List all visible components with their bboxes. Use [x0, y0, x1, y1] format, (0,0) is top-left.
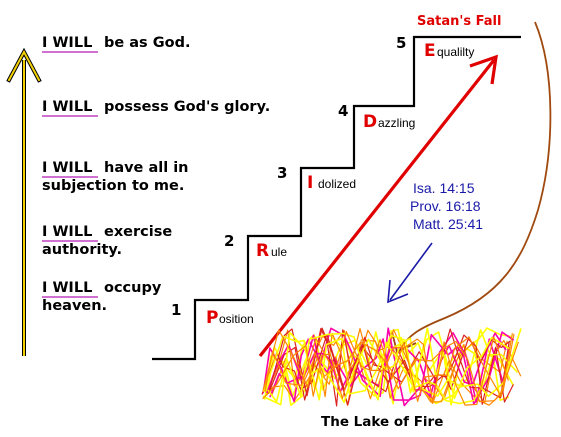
claim-3-will: I WILL — [42, 160, 92, 176]
step-2-letter: R — [256, 241, 269, 261]
ascent-arrow — [6, 47, 42, 356]
claim-3-line-1: have all in — [104, 160, 189, 176]
claim-1: I WILL be as God. — [42, 35, 190, 53]
step-5-number: 5 — [396, 34, 406, 52]
rise-arrow — [258, 54, 498, 357]
descent-arrow — [387, 242, 433, 304]
step-5-word: qualilty — [437, 45, 474, 59]
claim-2-line-1: possess God's glory. — [104, 99, 270, 115]
step-3-word: dolized — [318, 177, 356, 191]
claim-5-line-1: occupy — [104, 280, 162, 296]
staircase — [152, 35, 521, 361]
claim-4: I WILL exercise authority. — [42, 224, 172, 258]
claim-1-will: I WILL — [42, 35, 92, 51]
fire-stroke — [264, 337, 519, 403]
step-4-number: 4 — [338, 102, 348, 120]
step-3-letter: I — [307, 173, 313, 193]
claim-2: I WILL possess God's glory. — [42, 99, 270, 117]
step-1-letter: P — [206, 308, 218, 328]
step-2: 2 R ule — [224, 232, 287, 261]
claim-5-line-2: heaven. — [42, 298, 107, 314]
diagram-title: Satan's Fall — [417, 14, 501, 29]
step-1-number: 1 — [171, 301, 181, 319]
claim-4-will: I WILL — [42, 224, 92, 240]
fire-stroke — [262, 327, 511, 406]
verse-2: Prov. 16:18 — [410, 198, 481, 214]
verse-3: Matt. 25:41 — [413, 216, 483, 232]
claim-5-will: I WILL — [42, 280, 92, 296]
step-2-number: 2 — [224, 232, 234, 250]
claim-4-line-2: authority. — [42, 242, 122, 258]
fire-scribbles — [261, 327, 522, 407]
step-4-word: azzling — [378, 116, 415, 130]
verse-1: Isa. 14:15 — [413, 180, 475, 196]
step-4: 4 D azzling — [338, 102, 415, 132]
step-1: 1 P osition — [171, 301, 254, 328]
claim-3: I WILL have all in subjection to me. — [42, 160, 189, 194]
step-1-word: osition — [219, 312, 254, 326]
step-5-letter: E — [424, 41, 436, 61]
fire-stroke — [261, 333, 514, 405]
claim-5: I WILL occupy heaven. — [42, 280, 162, 314]
claim-3-line-2: subjection to me. — [42, 178, 184, 194]
claim-1-line-1: be as God. — [104, 35, 190, 51]
fire-label: The Lake of Fire — [321, 414, 443, 430]
step-2-word: ule — [271, 245, 287, 259]
verse-list: Isa. 14:15 Prov. 16:18 Matt. 25:41 — [410, 180, 483, 232]
step-3-number: 3 — [277, 164, 287, 182]
claim-2-will: I WILL — [42, 99, 92, 115]
step-4-letter: D — [363, 112, 377, 132]
step-3: 3 I dolized — [277, 164, 356, 193]
fire-stroke — [262, 329, 509, 406]
fire-stroke — [262, 328, 513, 402]
claim-4-line-1: exercise — [104, 224, 172, 240]
step-5: 5 E qualilty — [396, 34, 474, 61]
